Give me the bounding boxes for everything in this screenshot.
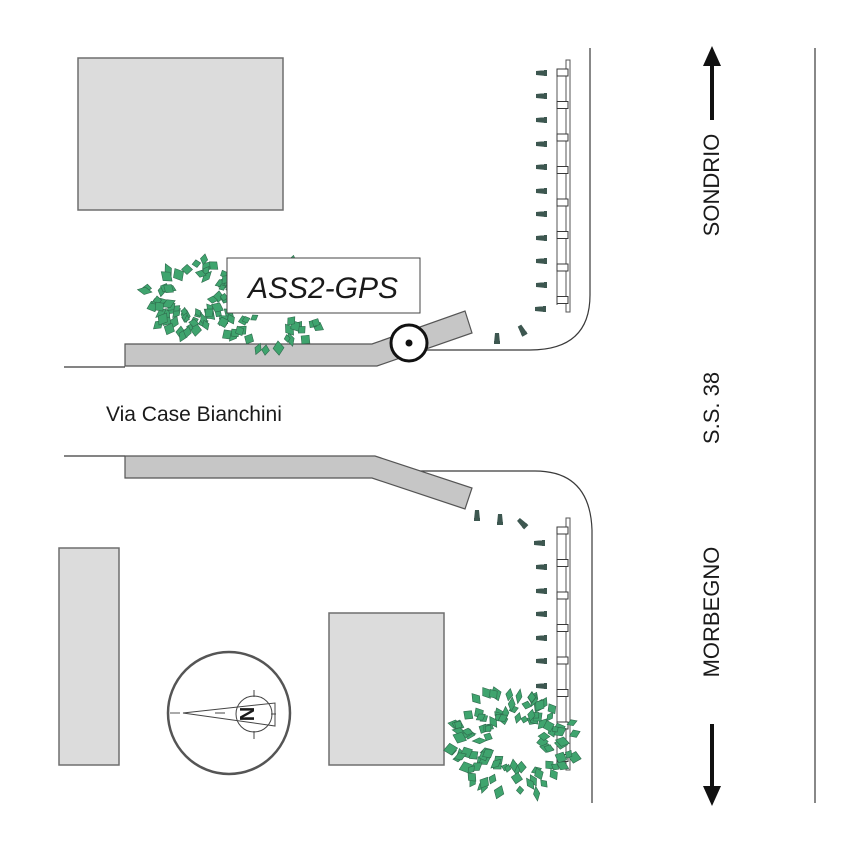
fence-post [556, 101, 569, 109]
curb-north [64, 48, 591, 368]
curb-south [64, 455, 593, 803]
building-northwest [77, 57, 284, 211]
fence-post [556, 166, 569, 174]
building-south [328, 612, 445, 766]
fence-post [556, 656, 569, 665]
bollard-icon [536, 117, 547, 123]
bollard-icon [536, 258, 547, 264]
north-arrow-icon: N [166, 650, 292, 776]
fence-post [556, 133, 569, 142]
bollard-icon [517, 324, 528, 337]
arrow-up-icon [703, 46, 721, 120]
fence-post [556, 263, 569, 272]
fence-north-posts [556, 68, 569, 304]
bollard-icon [517, 518, 529, 530]
bollard-icon [534, 540, 545, 546]
bollard-icon [536, 70, 547, 76]
fence-post [556, 624, 569, 632]
bollard-icon [536, 211, 547, 217]
bollard-icon [536, 141, 547, 147]
fence-post [556, 198, 569, 207]
sidewalk-south [124, 455, 473, 510]
fence-post [556, 689, 569, 697]
fence-post [556, 591, 569, 600]
gps-station-icon[interactable] [389, 323, 429, 363]
arrow-down-icon [703, 724, 721, 806]
bollard-icon [536, 635, 547, 641]
bollard-icon [536, 564, 547, 570]
bollard-icon [536, 658, 547, 664]
bollard-icon [536, 164, 547, 170]
direction-label-morbegno: MORBEGNO [699, 547, 724, 678]
tree-icon [443, 686, 582, 802]
bollard-icon [536, 683, 547, 689]
fence-post [556, 296, 569, 304]
direction-label-sondrio: SONDRIO [699, 134, 724, 237]
bollard-icon [494, 333, 500, 344]
fence-post [556, 231, 569, 239]
bollard-icon [474, 510, 480, 521]
fence-post [556, 68, 569, 77]
bollard-icon [535, 306, 546, 312]
bollard-icon [536, 235, 547, 241]
compass-label: N [235, 707, 257, 721]
bollard-icon [536, 188, 547, 194]
sidewalk-north [124, 310, 473, 367]
bollard-icon [536, 93, 547, 99]
street-label: Via Case Bianchini [106, 403, 282, 426]
bollard-icon [536, 282, 547, 288]
building-southwest [58, 547, 120, 766]
station-label: ASS2-GPS [246, 272, 398, 305]
bollard-icon [497, 514, 503, 525]
fence-north [556, 59, 571, 313]
fence-post [556, 559, 569, 567]
bollard-group [474, 70, 547, 689]
highway-label: S.S. 38 [699, 372, 724, 444]
bollard-icon [536, 588, 547, 594]
fence-post [556, 526, 569, 535]
bollard-icon [536, 611, 547, 617]
station-label-box: ASS2-GPS [226, 257, 421, 314]
